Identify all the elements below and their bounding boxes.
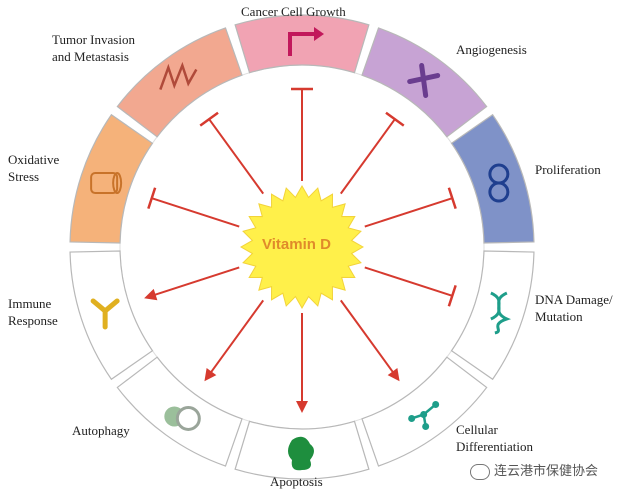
- apoptotic-cell-icon: [288, 436, 314, 471]
- segment-oxidative-stress: [69, 113, 154, 244]
- sun-core-icon: [254, 199, 350, 295]
- mitochondria-icon: [90, 172, 119, 195]
- label-tumor-invasion-line1: Tumor Invasion: [52, 32, 135, 47]
- effect-line-cellular-differentiation: [339, 299, 396, 376]
- inhibit-bar-angiogenesis: [385, 111, 405, 127]
- promote-arrowhead-immune-response: [144, 288, 158, 301]
- segment-immune-response: [69, 250, 154, 381]
- inhibit-bar-oxidative-stress: [147, 187, 157, 210]
- promote-arrowhead-autophagy: [204, 368, 217, 382]
- effect-line-oxidative-stress: [151, 197, 240, 228]
- effect-line-angiogenesis: [339, 118, 396, 195]
- label-angiogenesis: Angiogenesis: [456, 42, 527, 57]
- label-cellular-differentiation-line1: Cellular: [456, 422, 498, 437]
- label-tumor-invasion-line2: and Metastasis: [52, 49, 129, 64]
- watermark-text: 连云港市保健协会: [494, 464, 599, 479]
- center-label-vitamin-d: Vitamin D: [262, 236, 331, 253]
- wechat-icon: [470, 463, 490, 480]
- promote-arrowhead-cellular-differentiation: [387, 368, 400, 382]
- label-immune-response-line1: Immune: [8, 296, 52, 311]
- effect-line-dna-damage-mutation: [364, 266, 453, 297]
- differentiation-node-icon: [408, 414, 416, 422]
- label-apoptosis: Apoptosis: [270, 474, 323, 489]
- label-proliferation: Proliferation: [535, 162, 601, 177]
- cell-division-icon-lower: [488, 181, 510, 203]
- inhibit-bar-dna-damage-mutation: [447, 284, 457, 307]
- label-dna-damage-line1: DNA Damage/: [535, 292, 613, 307]
- label-cancer-cell-growth: Cancer Cell Growth: [241, 4, 346, 19]
- label-cellular-differentiation-line2: Differentiation: [456, 439, 534, 454]
- differentiation-node-icon: [432, 400, 440, 408]
- lysosome-icon: [175, 405, 201, 431]
- blood-vessel-icon: [407, 63, 441, 99]
- growth-arrow-icon: [288, 32, 314, 56]
- segment-tumor-invasion-metastasis: [116, 27, 243, 138]
- promote-arrowhead-apoptosis: [296, 401, 308, 413]
- invasion-zigzag-icon: [159, 61, 198, 90]
- label-immune-response-line2: Response: [8, 313, 58, 328]
- inhibit-bar-proliferation: [447, 187, 457, 210]
- effect-line-immune-response: [151, 266, 240, 297]
- differentiation-node-icon: [422, 422, 430, 430]
- differentiation-node-icon: [420, 410, 428, 418]
- inhibit-bar-tumor-invasion-metastasis: [199, 111, 219, 127]
- segment-dna-damage-mutation: [450, 250, 535, 381]
- effect-line-autophagy: [208, 299, 265, 376]
- antibody-icon: [90, 298, 120, 330]
- label-oxidative-stress-line2: Stress: [8, 169, 40, 184]
- segment-cancer-cell-growth: [234, 14, 370, 74]
- dna-helix-strand-icon: [490, 291, 508, 321]
- mitochondria-end-icon: [112, 172, 123, 195]
- effect-line-tumor-invasion-metastasis: [208, 118, 265, 195]
- label-oxidative-stress-line1: Oxidative: [8, 152, 60, 167]
- effect-line-proliferation: [364, 197, 453, 228]
- watermark: 连云港市保健协会: [470, 460, 598, 480]
- growth-arrow-head-icon: [314, 27, 324, 41]
- label-autophagy: Autophagy: [72, 423, 130, 438]
- label-dna-damage-line2: Mutation: [535, 309, 583, 324]
